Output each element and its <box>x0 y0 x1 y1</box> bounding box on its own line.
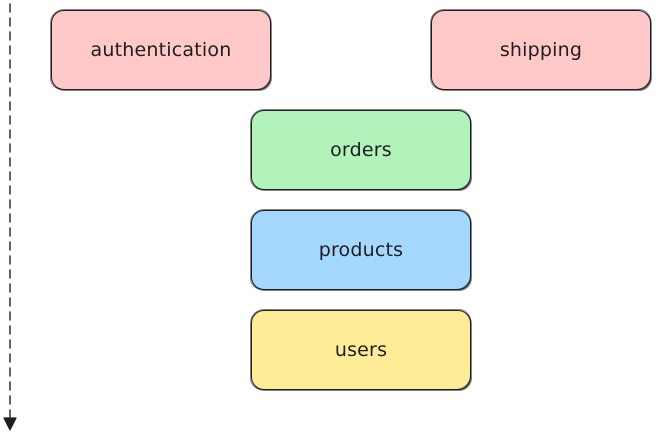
orders-label: orders <box>330 139 392 161</box>
shipping-label: shipping <box>499 39 583 61</box>
authentication-box[interactable]: authentication <box>50 9 271 90</box>
orders-box[interactable]: orders <box>250 109 471 190</box>
arrow-head-icon <box>3 417 17 431</box>
products-box[interactable]: products <box>250 209 471 290</box>
users-box[interactable]: users <box>250 309 471 390</box>
authentication-label: authentication <box>90 39 232 61</box>
shipping-box[interactable]: shipping <box>430 9 651 90</box>
users-label: users <box>334 339 388 361</box>
products-label: products <box>318 239 404 261</box>
